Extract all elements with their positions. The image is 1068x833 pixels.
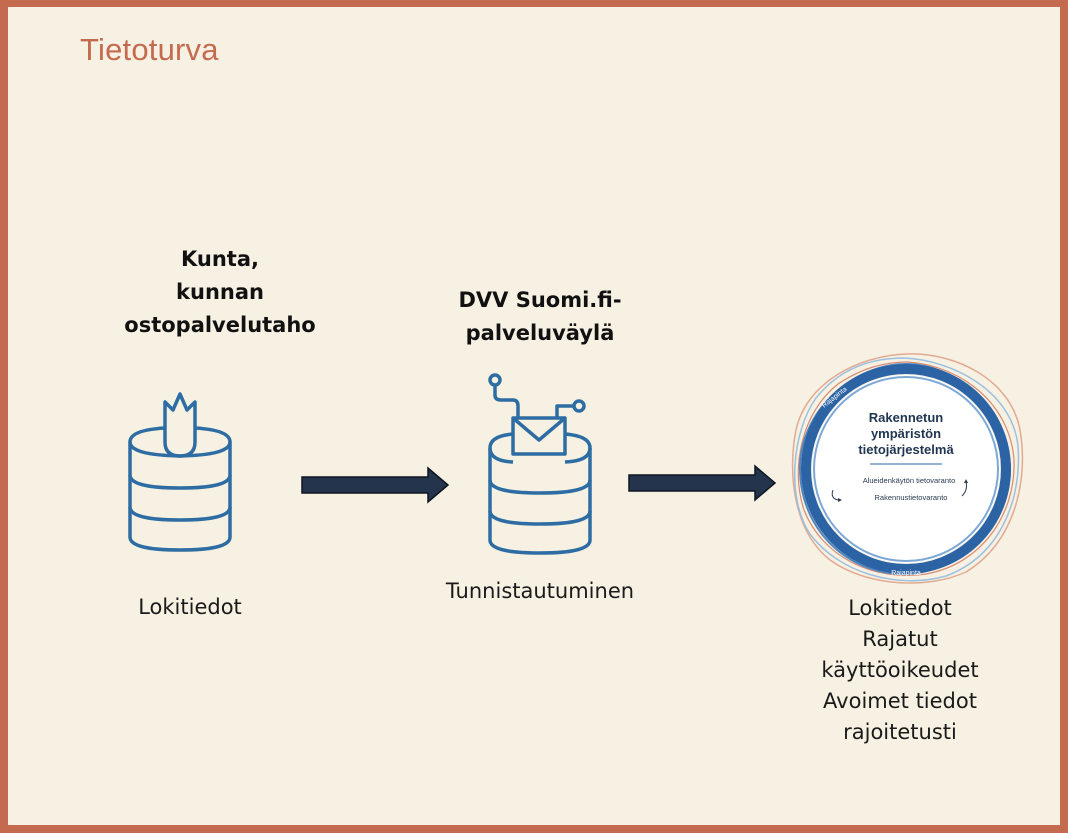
- node-3-caption-line: käyttöoikeudet: [821, 658, 979, 682]
- node-2-heading: DVV Suomi.fi- palveluväylä: [420, 284, 660, 350]
- node-1-caption: Lokitiedot: [80, 592, 300, 623]
- badge-sub-line: Alueidenkäytön tietovaranto: [863, 476, 956, 485]
- node-1-caption-line: Lokitiedot: [138, 595, 242, 619]
- database-mail-network-icon: [488, 373, 592, 555]
- node-3-caption-line: Lokitiedot: [848, 596, 952, 620]
- flow-arrow: [628, 464, 777, 502]
- node-3-caption-line: Avoimet tiedot: [823, 689, 977, 713]
- node-3-caption: Lokitiedot Rajatut käyttöoikeudet Avoime…: [800, 593, 1000, 748]
- node-1-heading: Kunta, kunnan ostopalvelutaho: [100, 243, 340, 342]
- badge-title-line: Rakennetun: [869, 410, 943, 425]
- node-3-caption-line: Rajatut: [862, 627, 938, 651]
- badge-sub-line: Rakennustietovaranto: [875, 493, 948, 502]
- database-crown-icon: [128, 392, 232, 552]
- node-2-caption-line: Tunnistautuminen: [445, 579, 635, 603]
- node-2-heading-line: DVV Suomi.fi-: [458, 288, 622, 312]
- slide-title: Tietoturva: [80, 32, 219, 67]
- node-2-caption: Tunnistautuminen: [420, 576, 660, 607]
- ryhti-badge-icon: Rajapinta Rajapinta Rakennetun ympäristö…: [791, 353, 1024, 584]
- badge-title-line: tietojärjestelmä: [858, 442, 954, 457]
- node-1-heading-line: ostopalvelutaho: [124, 313, 316, 337]
- node-1-heading-line: kunnan: [176, 280, 264, 304]
- node-1-heading-line: Kunta,: [181, 247, 259, 271]
- node-3-caption-line: rajoitetusti: [843, 720, 957, 744]
- flow-arrow: [301, 466, 450, 504]
- node-2-heading-line: palveluväylä: [465, 321, 615, 345]
- badge-title-line: ympäristön: [871, 426, 941, 441]
- badge-ring-text: Rajapinta: [891, 570, 921, 577]
